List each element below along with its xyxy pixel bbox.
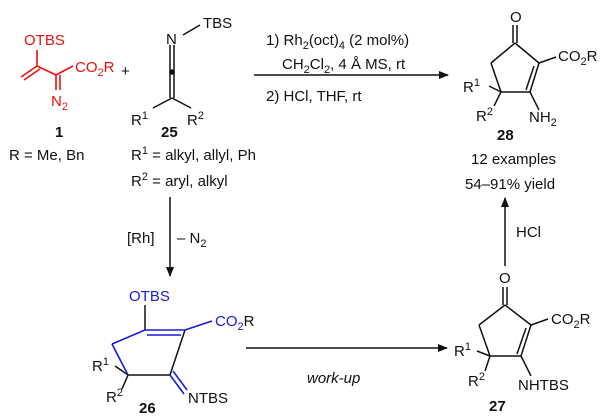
compound-25-bonds [152,24,201,109]
compound-27-nhtbs: NHTBS [518,377,569,394]
compound-28-nh2: NH2 [529,109,557,129]
compound-27: O CO2R R1 R2 NHTBS 27 [454,270,591,415]
compound-25-n: N [166,31,177,48]
compound-28-oxygen: O [510,9,522,26]
main-reaction-arrow: 1) Rh2(oct)4 (2 mol%) CH2Cl2, 4 Å MS, rt… [254,32,449,105]
compound-26-r2: R2 [106,387,123,406]
workup-arrow: work-up [246,344,448,387]
conditions-step1: 1) Rh2(oct)4 (2 mol%) [266,32,409,52]
compound-26-number: 26 [139,400,156,417]
compound-26-ntbs: NTBS [188,390,228,407]
compound-28-examples: 12 examples [471,151,556,168]
compound-1: OTBS CO2R N2 1 R = Me, Bn [9,32,115,164]
compound-25-r1-definition: R1 = alkyl, allyl, Ph [131,145,256,164]
compound-26-r1: R1 [92,356,109,375]
compound-26: OTBS CO2R R1 R2 NTBS 26 [92,288,255,417]
compound-26-highlight-bonds [111,320,213,395]
compound-1-ester: CO2R [75,59,115,79]
compound-1-r-definition: R = Me, Bn [9,147,84,164]
compound-26-ester: CO2R [215,313,255,333]
compound-27-r2: R2 [468,371,485,390]
compound-26-otbs: OTBS [129,288,170,305]
plus-sign: + [121,63,130,80]
compound-27-number: 27 [489,398,506,415]
rh-down-arrow: [Rh] – N2 [127,197,206,277]
compound-25: TBS N R1 R2 25 R1 = alkyl, allyl, Ph R2 … [131,15,256,190]
rh-catalyst-label: [Rh] [127,230,155,247]
compound-1-otbs: OTBS [24,32,65,49]
compound-25-r2: R2 [187,110,204,129]
compound-28-r1: R1 [463,77,480,96]
compound-28: O CO2R R1 R2 NH2 28 12 examples 54–91% y… [463,9,598,193]
compound-1-n2: N2 [51,93,68,113]
allene-center-dot [169,69,175,75]
compound-25-number: 25 [161,124,178,141]
conditions-solvent: CH2Cl2, 4 Å MS, rt [282,56,406,76]
compound-28-yield: 54–91% yield [465,176,555,193]
compound-27-bonds [476,287,549,377]
compound-27-ester: CO2R [551,311,591,331]
compound-25-tbs: TBS [203,15,232,32]
workup-label: work-up [307,370,360,387]
compound-28-r2: R2 [476,106,493,125]
n2-loss-label: – N2 [177,230,206,250]
hcl-up-arrow: HCl [501,197,541,266]
hcl-label: HCl [516,224,541,241]
compound-27-r1: R1 [454,341,471,360]
compound-28-number: 28 [497,127,514,144]
compound-27-oxygen: O [499,270,511,287]
compound-26-ring-bonds [114,305,186,390]
compound-28-bonds [488,25,557,111]
compound-1-number: 1 [55,124,63,141]
compound-1-bonds [20,50,74,90]
conditions-step2: 2) HCl, THF, rt [266,88,362,105]
compound-25-r1: R1 [131,110,148,129]
compound-28-ester: CO2R [558,48,598,68]
compound-25-r2-definition: R2 = aryl, alkyl [131,171,228,190]
